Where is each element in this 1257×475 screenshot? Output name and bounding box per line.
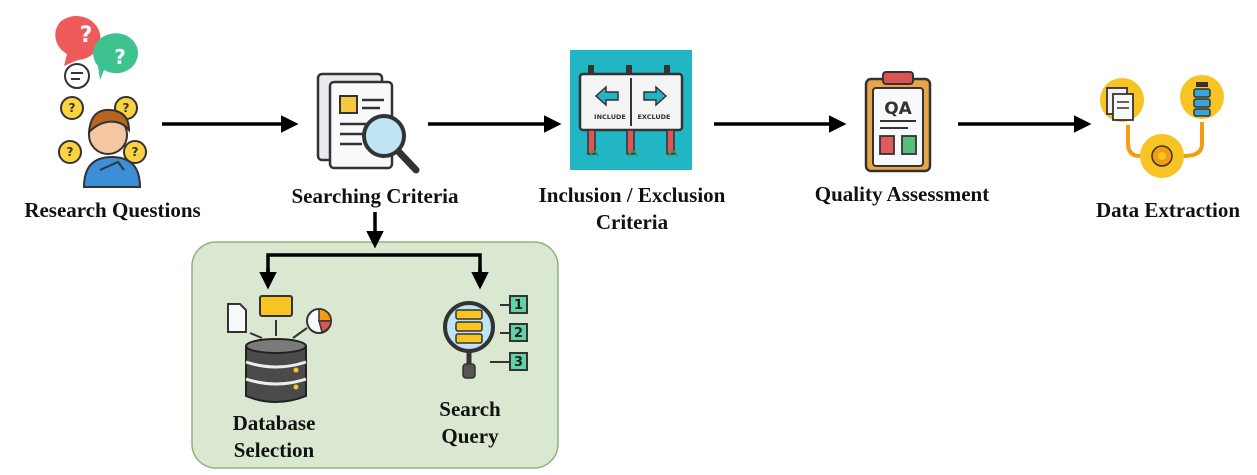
svg-text:3: 3	[514, 355, 523, 370]
step-label-inclusion-exclusion-line2: Criteria	[595, 210, 669, 234]
step-label-data-extraction: Data Extraction	[1095, 198, 1241, 222]
step-label-quality-assessment: Quality Assessment	[814, 182, 990, 206]
svg-text:INCLUDE: INCLUDE	[594, 113, 626, 121]
clipboard-qa-icon: QA	[864, 71, 932, 173]
substep-label-search-query-line1: Search	[439, 397, 501, 421]
svg-text:2: 2	[514, 326, 523, 341]
step-label-inclusion-exclusion: Inclusion / Exclusion Criteria	[512, 182, 752, 236]
search-query-icon: 1 2 3	[443, 295, 528, 379]
svg-text:?: ?	[67, 145, 74, 159]
substep-label-database-selection-line1: Database	[232, 411, 316, 435]
step-label-inclusion-exclusion-line1: Inclusion / Exclusion	[538, 183, 726, 207]
substep-label-search-query-line2: Query	[441, 424, 499, 448]
svg-text:QA: QA	[884, 99, 912, 119]
thinking-person-icon: ? ? ?? ??	[55, 16, 147, 188]
svg-text:?: ?	[69, 101, 76, 115]
database-icon	[227, 295, 332, 403]
signboard-icon: INCLUDE EXCLUDE	[570, 50, 692, 170]
svg-text:?: ?	[80, 23, 93, 48]
svg-text:?: ?	[123, 101, 130, 115]
substep-label-database-selection: Database Selection	[212, 410, 336, 464]
step-label-research-questions: Research Questions	[24, 198, 201, 222]
svg-text:?: ?	[132, 145, 139, 159]
svg-text:EXCLUDE: EXCLUDE	[637, 113, 670, 121]
document-magnifier-icon	[316, 72, 420, 174]
substep-label-database-selection-line2: Selection	[233, 438, 315, 462]
svg-text:1: 1	[514, 298, 523, 313]
step-label-searching-criteria: Searching Criteria	[291, 184, 459, 208]
data-extraction-icon	[1100, 75, 1224, 178]
svg-text:?: ?	[114, 45, 126, 69]
substep-label-search-query: Search Query	[425, 396, 515, 450]
